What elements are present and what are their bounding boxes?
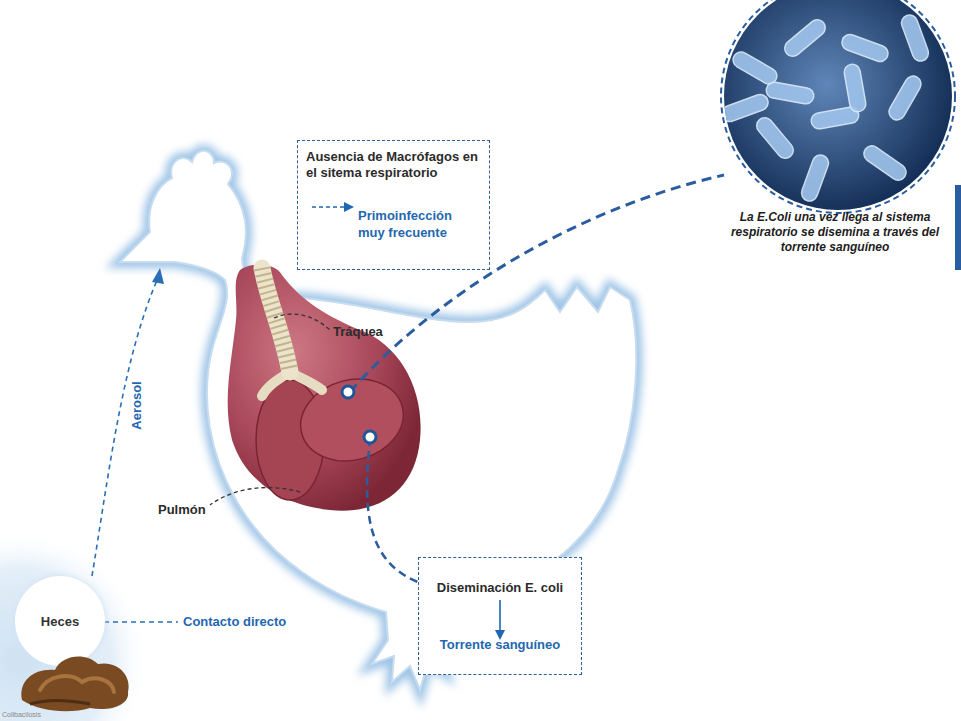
blood-line [367,438,418,582]
info-box: Ausencia de Macrófagos en el sitema resp… [297,140,490,270]
corner-glow [0,530,150,721]
bacterium [886,73,924,123]
bacteria-circle [715,0,961,218]
part-label: Pulmón [158,502,206,517]
source-circle: Heces [15,576,105,666]
bacterium [843,63,867,113]
box-arrow [312,206,346,208]
infection-dot [342,386,354,398]
bacterium [899,13,930,64]
trachea-leader [274,314,330,330]
spread-box: Diseminación E. coliTorrente sanguíneo [418,557,582,675]
box-arrow-head [344,202,354,212]
node-text: Ausencia de Macrófagos en el sitema resp… [306,149,481,181]
part-label: Tráquea [333,324,383,339]
bacterium [730,49,780,87]
chicken-glow [120,151,636,690]
bacterium [840,32,891,63]
aerosol-arrowhead [152,268,164,284]
bacterium [861,143,909,184]
contact-line [104,621,178,623]
chicken-silhouette [120,151,636,690]
route-label: Aerosol [129,381,144,429]
node-text: La E.Coli una vez llega al sistema respi… [715,210,955,255]
box-arrow [499,600,501,632]
bacteria-callout: La E.Coli una vez llega al sistema respi… [715,0,961,278]
feces-shadow [30,700,90,704]
bacterium [753,114,796,161]
route-label: Contacto directo [183,614,286,629]
edge-bar [955,185,961,270]
node-text: Diseminación E. coli [427,580,573,596]
box-arrow-head [495,630,505,640]
bacterium [781,16,828,59]
watermark: Colibacilosis [2,711,41,718]
node-text: Heces [15,614,105,630]
trachea [262,268,290,372]
feces [21,657,128,712]
aerosol-line [92,278,158,576]
bacterium [799,153,830,204]
bacterium [720,92,771,123]
bacterium [765,81,815,105]
node-subtext: Primoinfección muy frecuente [358,207,478,241]
feces-highlight [40,676,114,692]
trachea-rings [262,268,290,372]
node-subtext: Torrente sanguíneo [427,636,573,653]
lung-leader [210,488,300,505]
infection-dot [364,431,376,443]
organ-area [228,265,421,511]
